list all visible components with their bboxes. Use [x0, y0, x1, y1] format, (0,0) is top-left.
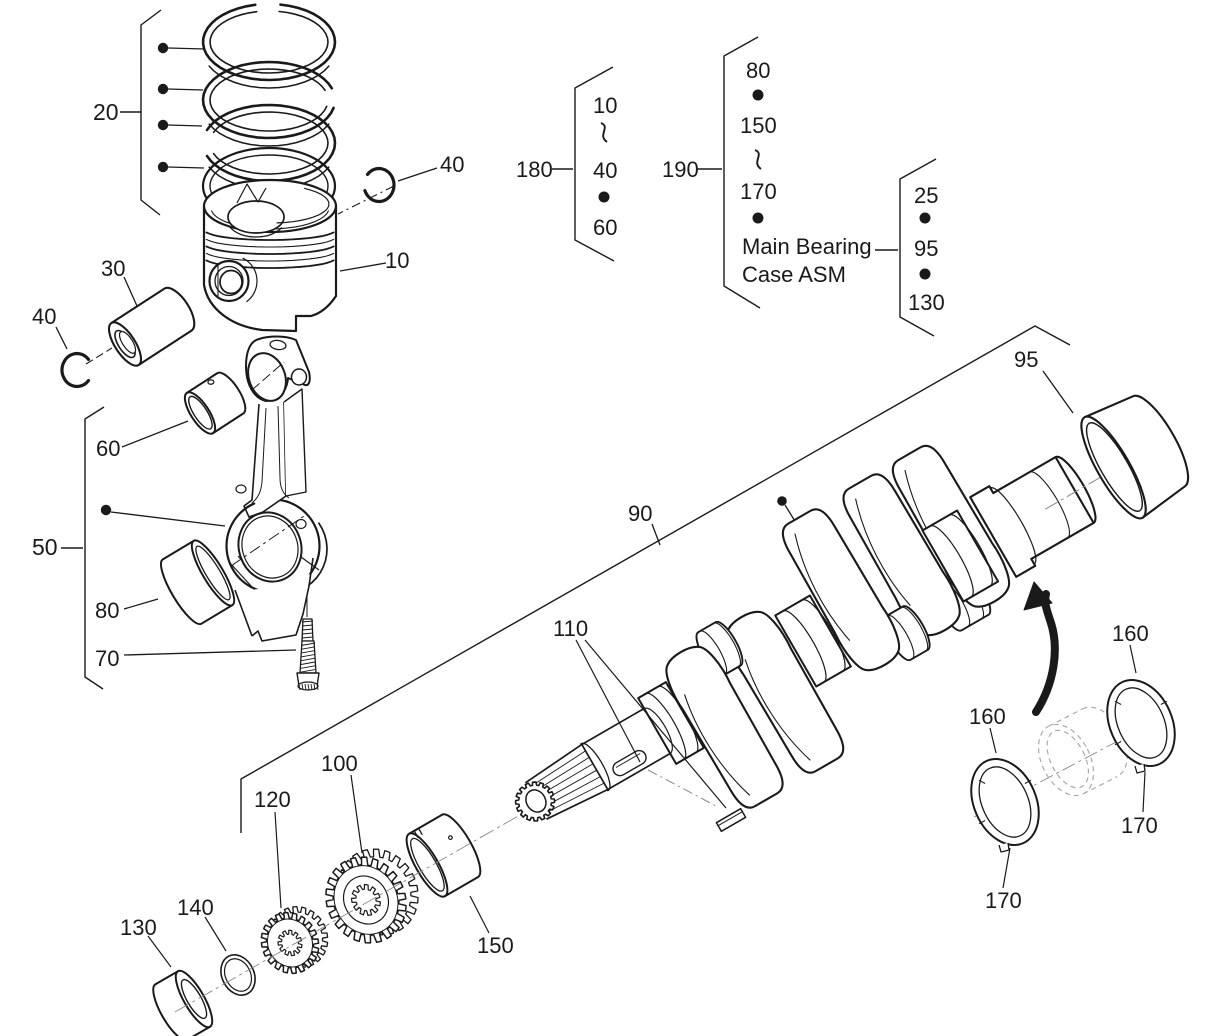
svg-text:170: 170 — [740, 179, 777, 204]
svg-text:Case ASM: Case ASM — [742, 262, 846, 287]
svg-text:95: 95 — [914, 236, 938, 261]
svg-text:30: 30 — [101, 256, 125, 281]
svg-text:190: 190 — [662, 157, 699, 182]
svg-text:140: 140 — [177, 895, 214, 920]
svg-text:95: 95 — [1014, 347, 1038, 372]
svg-text:160: 160 — [1112, 621, 1149, 646]
svg-text:Main Bearing: Main Bearing — [742, 234, 872, 259]
svg-text:90: 90 — [628, 501, 652, 526]
svg-text:80: 80 — [95, 598, 119, 623]
svg-text:10: 10 — [385, 248, 409, 273]
svg-text:180: 180 — [516, 157, 553, 182]
svg-text:150: 150 — [740, 113, 777, 138]
svg-text:160: 160 — [969, 704, 1006, 729]
svg-text:40: 40 — [32, 304, 56, 329]
svg-text:50: 50 — [32, 534, 58, 560]
svg-text:40: 40 — [593, 158, 617, 183]
svg-text:40: 40 — [440, 152, 464, 177]
svg-text:25: 25 — [914, 183, 938, 208]
svg-text:170: 170 — [1121, 813, 1158, 838]
svg-text:10: 10 — [593, 93, 617, 118]
svg-text:120: 120 — [254, 787, 291, 812]
svg-text:130: 130 — [908, 290, 945, 315]
svg-text:100: 100 — [321, 751, 358, 776]
svg-text:60: 60 — [593, 215, 617, 240]
svg-text:110: 110 — [553, 616, 588, 641]
svg-text:150: 150 — [477, 933, 514, 958]
svg-text:80: 80 — [746, 58, 770, 83]
svg-text:20: 20 — [93, 99, 119, 125]
svg-text:70: 70 — [95, 646, 119, 671]
svg-text:60: 60 — [96, 436, 120, 461]
svg-text:170: 170 — [985, 888, 1022, 913]
svg-text:130: 130 — [120, 915, 157, 940]
